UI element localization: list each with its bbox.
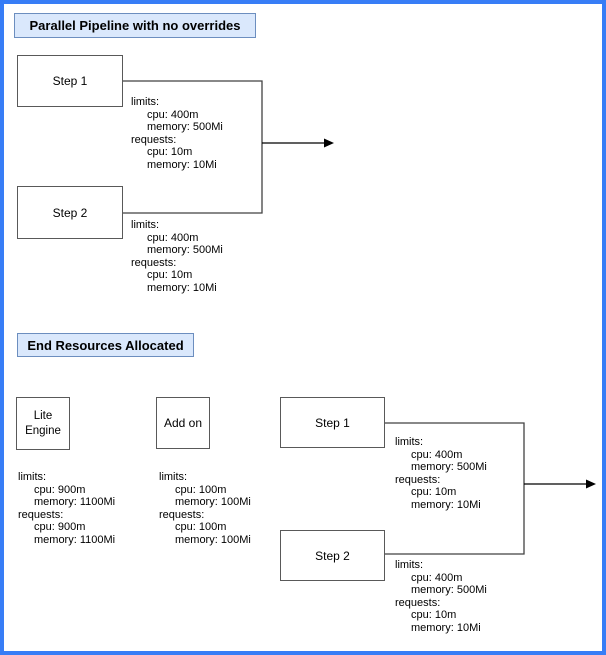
requests-cpu-value: cpu: 10m [147,269,193,281]
requests-memory-value: memory: 100Mi [175,533,251,546]
requests-label: requests: [159,508,205,521]
limits-cpu-value: cpu: 400m [147,231,199,244]
requests-label: requests: [131,256,177,269]
section1-output-arrowhead-icon [324,138,334,148]
section2-title: End Resources Allocated [17,333,194,357]
section1-step1-resources: limits: cpu: 400m memory: 500Mi requests… [131,96,223,171]
section2-lite-engine-resources: limits: cpu: 900m memory: 1100Mi request… [18,471,115,546]
lite-engine-label-line1: Lite [33,409,53,422]
requests-memory-value: memory: 10Mi [411,498,481,511]
limits-label: limits: [131,219,160,231]
requests-cpu-value: cpu: 10m [411,486,457,498]
section2-fanin-connector [385,422,525,555]
limits-cpu-value: cpu: 900m [34,483,86,496]
requests-memory-value: memory: 10Mi [147,281,217,294]
requests-label: requests: [131,133,177,146]
limits-memory-value: memory: 100Mi [175,496,251,508]
limits-cpu-value: cpu: 400m [411,448,463,461]
requests-memory-value: memory: 1100Mi [34,533,116,546]
section1-fanin-connector [123,80,263,214]
limits-label: limits: [395,436,424,448]
section2-step2-label: Step 2 [315,548,350,563]
section1-step2-resources: limits: cpu: 400m memory: 500Mi requests… [131,219,223,294]
section2-addon-resources: limits: cpu: 100m memory: 100Mi requests… [159,471,251,546]
section1-step1-label: Step 1 [52,74,88,88]
limits-memory-value: memory: 500Mi [411,584,487,596]
section1-title-label: Parallel Pipeline with no overrides [29,18,241,33]
limits-cpu-value: cpu: 400m [411,571,463,584]
section2-step1-box: Step 1 [280,397,385,448]
requests-label: requests: [18,508,64,521]
section2-step2-resources: limits: cpu: 400m memory: 500Mi requests… [395,559,487,634]
lite-engine-label-line2: Engine [25,424,61,437]
section2-title-label: End Resources Allocated [27,337,184,353]
section2-step1-resources: limits: cpu: 400m memory: 500Mi requests… [395,436,487,511]
section2-lite-engine-box: Lite Engine [16,397,70,450]
requests-label: requests: [395,596,441,609]
limits-label: limits: [395,559,424,571]
requests-cpu-value: cpu: 10m [147,146,193,158]
limits-memory-value: memory: 500Mi [147,244,223,256]
section2-step2-box: Step 2 [280,530,385,581]
requests-memory-value: memory: 10Mi [147,158,217,171]
requests-cpu-value: cpu: 100m [175,521,227,533]
requests-cpu-value: cpu: 10m [411,609,457,621]
section1-step2-label: Step 2 [52,205,88,220]
limits-memory-value: memory: 500Mi [147,121,223,133]
limits-label: limits: [159,471,188,483]
limits-memory-value: memory: 500Mi [411,461,487,473]
addon-label: Add on [163,416,203,430]
requests-cpu-value: cpu: 900m [34,521,86,533]
requests-label: requests: [395,473,441,486]
limits-cpu-value: cpu: 100m [175,483,227,496]
section1-step2-box: Step 2 [17,186,123,239]
section2-step1-label: Step 1 [315,415,350,430]
limits-label: limits: [131,96,160,108]
requests-memory-value: memory: 10Mi [411,621,481,634]
section2-output-arrowhead-icon [586,479,596,489]
section1-title: Parallel Pipeline with no overrides [14,13,256,38]
limits-cpu-value: cpu: 400m [147,108,199,121]
limits-memory-value: memory: 1100Mi [34,496,116,508]
limits-label: limits: [18,471,47,483]
section2-addon-box: Add on [156,397,210,449]
section1-step1-box: Step 1 [17,55,123,107]
